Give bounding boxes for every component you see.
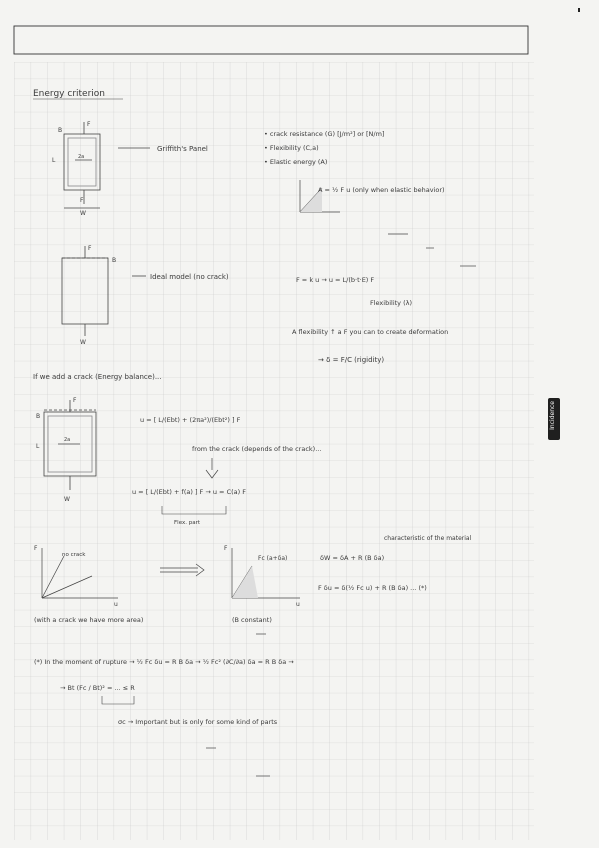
- no-crack-label: no crack: [62, 552, 86, 558]
- flexibility-label: Flexibility (λ): [370, 299, 412, 307]
- crack-formula: u = [ L/(Ebt) + (2πa²)/(Ebt²) ] F: [140, 416, 241, 424]
- ideal-model-sketch: [61, 246, 146, 336]
- svg-text:B: B: [36, 413, 40, 420]
- rigidity-result: → δ = F/C (rigidity): [318, 356, 384, 364]
- grid-paper: [14, 62, 534, 840]
- griffith-label: Griffith's Panel: [157, 145, 208, 153]
- flexibility-note: A flexibility ↑ a F you can to create de…: [292, 328, 448, 336]
- force-displacement-small-graph: [299, 180, 340, 213]
- crack-subnote: from the crack (depends of the crack)...: [192, 445, 321, 453]
- griffith-prop-2: • Flexibility (C,a): [264, 144, 319, 152]
- griffith-prop-3: • Elastic energy (A): [264, 158, 327, 166]
- svg-text:F: F: [87, 121, 91, 128]
- left-graph-caption: (with a crack we have more area): [34, 616, 143, 624]
- svg-text:u: u: [296, 601, 300, 608]
- svg-text:F: F: [224, 545, 228, 552]
- energy-balance-2: F δu = δ(½ Fc u) + R (B δa) ... (*): [318, 584, 427, 592]
- svg-text:u: u: [114, 601, 118, 608]
- svg-text:W: W: [80, 339, 86, 346]
- header-box: [13, 25, 529, 55]
- svg-text:F: F: [80, 197, 84, 204]
- right-arrow-icon: [160, 563, 205, 577]
- griffith-prop-1: • crack resistance (G) [J/m²] or [N/m]: [264, 130, 384, 138]
- svg-text:F: F: [88, 245, 92, 252]
- right-fd-graph: [231, 548, 300, 599]
- fc-label: Fc (a+δa): [258, 555, 287, 562]
- svg-text:F: F: [73, 397, 77, 404]
- ideal-formula: F = k u → u = L/(b·t·E) F: [296, 276, 374, 284]
- page-heading: Energy criterion: [33, 89, 105, 99]
- rupture-line-3: σc → Important but is only for some kind…: [118, 718, 278, 726]
- svg-text:B: B: [58, 127, 62, 134]
- crack-intro: If we add a crack (Energy balance)...: [33, 373, 162, 381]
- svg-text:2a: 2a: [78, 154, 84, 160]
- flex-part-label: Flex. part: [174, 520, 201, 526]
- ideal-label: Ideal model (no crack): [150, 273, 229, 281]
- down-arrow-icon: [205, 458, 219, 479]
- svg-text:W: W: [64, 496, 70, 503]
- svg-text:B: B: [112, 257, 116, 264]
- svg-text:2a: 2a: [64, 437, 70, 443]
- svg-text:L: L: [36, 443, 40, 450]
- rupture-line-2: → Bt (Fc / Bt)² = ... ≤ R: [60, 684, 135, 692]
- elastic-energy-note: A = ½ F u (only when elastic behavior): [318, 186, 445, 194]
- crack-formula-2: u = [ L/(Ebt) + f(a) ] F → u = C(a) F: [132, 488, 246, 496]
- rupture-line-1: (*) In the moment of rupture → ½ Fc δu =…: [34, 658, 294, 666]
- corner-mark: [578, 8, 580, 12]
- svg-text:L: L: [52, 157, 56, 164]
- characteristic-note: characteristic of the material: [384, 535, 472, 542]
- left-fd-graph: [41, 548, 118, 599]
- svg-text:W: W: [80, 210, 86, 217]
- svg-text:F: F: [34, 545, 38, 552]
- side-tab: Incidence: [548, 398, 560, 440]
- griffith-panel-sketch: [63, 122, 150, 209]
- energy-balance-1: δW = δA + R (B δa): [320, 554, 384, 562]
- cracked-panel-sketch: [43, 400, 97, 490]
- side-tab-label: Incidence: [549, 401, 556, 430]
- right-graph-caption: (B constant): [232, 616, 272, 624]
